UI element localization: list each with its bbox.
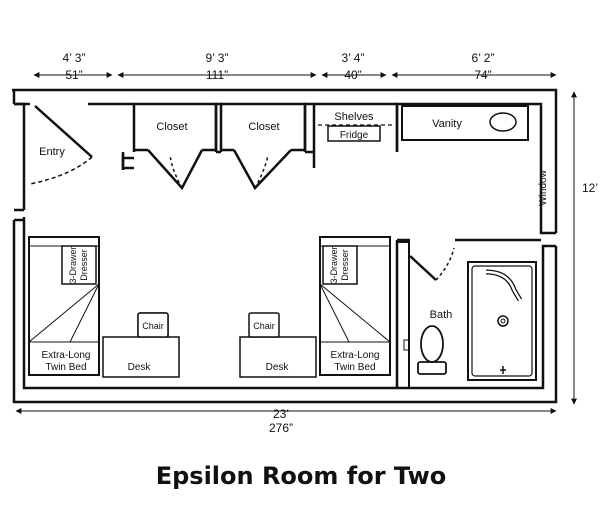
shower-faucet	[500, 366, 506, 374]
right-bed-label-1: Extra-Long	[331, 350, 380, 361]
shelves-label: Shelves	[334, 111, 374, 123]
right-chair	[248, 312, 280, 338]
floor-plan: 4’ 3” 51” 9’ 3” 111” 3’ 4” 40” 6’ 2” 74”…	[12, 51, 598, 435]
entry-jamb	[14, 208, 24, 222]
bath-door-swing	[435, 247, 455, 281]
right-dresser-label-2: Dresser	[340, 249, 350, 281]
left-dresser-label-2: Dresser	[79, 249, 89, 281]
dim-top-3-inches: 40”	[344, 68, 361, 82]
entry-door-swing	[29, 156, 93, 185]
left-bed-sheet-fold-2	[69, 283, 100, 343]
shelves-area	[314, 102, 399, 152]
bath-door-leaf	[409, 255, 437, 281]
shower-drain	[497, 315, 509, 327]
left-chair-label: Chair	[142, 321, 164, 331]
dim-top-1-feet: 4’ 3”	[63, 51, 86, 65]
closet-2-label: Closet	[248, 121, 279, 133]
fridge	[327, 125, 381, 142]
shower-basin	[471, 265, 533, 377]
bath-label: Bath	[430, 309, 453, 321]
dim-top-4-feet: 6’ 2”	[472, 51, 495, 65]
towel-hook	[403, 339, 410, 351]
shower-head-inner	[485, 270, 522, 301]
left-desk	[102, 336, 180, 378]
left-wall-upper	[14, 102, 26, 210]
shower-drain-inner	[500, 318, 506, 324]
left-chair-seat	[137, 312, 169, 338]
left-bed	[28, 236, 100, 376]
right-desk	[239, 336, 317, 378]
dim-bottom-inches: 276”	[269, 421, 293, 435]
right-dresser	[322, 245, 358, 285]
vanity	[401, 105, 529, 141]
right-bed-sheet-fold-2	[319, 283, 350, 343]
right-bed-label-2: Twin Bed	[334, 362, 375, 373]
entry-label: Entry	[39, 146, 65, 158]
closet-2-wall-stub	[305, 150, 316, 168]
closets	[121, 102, 316, 191]
entry-door-leaf	[34, 105, 93, 158]
right-dresser-label-1: 3-Drawer	[329, 246, 339, 283]
fridge-label: Fridge	[340, 130, 369, 141]
dim-bottom-feet: 23’	[273, 407, 289, 421]
dim-top-4-inches: 74”	[474, 68, 491, 82]
left-bed-label-2: Twin Bed	[45, 362, 86, 373]
inner-wall-top	[14, 102, 556, 235]
left-bed-group	[28, 236, 100, 376]
right-bed-group	[319, 236, 391, 376]
bathroom	[395, 238, 541, 389]
toilet-bowl	[420, 325, 444, 363]
dim-top-2-feet: 9’ 3”	[206, 51, 229, 65]
vanity-counter	[401, 105, 529, 141]
dim-top-1-inches: 51”	[65, 68, 82, 82]
vanity-label: Vanity	[432, 118, 462, 130]
closet-1-swing	[169, 154, 183, 189]
closet-2-frame	[221, 102, 307, 152]
dim-right: 12’	[582, 181, 598, 195]
closet-1-wall-stub	[121, 152, 134, 170]
right-dimension-knockout	[576, 178, 598, 196]
vanity-sink	[489, 112, 517, 132]
inner-wall-bottom	[22, 217, 556, 390]
left-dresser	[61, 245, 97, 285]
outer-wall-outline	[12, 88, 558, 404]
closet-1-label: Closet	[156, 121, 187, 133]
toilet-tank	[417, 361, 447, 375]
shelves-frame	[314, 102, 399, 152]
left-desk-group	[102, 312, 180, 378]
closet-2-swing	[254, 154, 269, 189]
plan-title: Epsilon Room for Two	[155, 462, 447, 490]
right-bed	[319, 236, 391, 376]
closet-2-door	[232, 149, 292, 191]
bath-wall-thick	[396, 241, 410, 389]
left-bed-label-1: Extra-Long	[42, 350, 91, 361]
shower	[467, 261, 537, 381]
right-desk-label: Desk	[266, 362, 290, 373]
dim-top-2-inches: 111”	[206, 68, 228, 82]
window-label: Window	[538, 169, 549, 205]
left-bed-sheet-fold	[28, 283, 100, 343]
entry-door	[29, 105, 93, 185]
dim-top-3-feet: 3’ 4”	[342, 51, 365, 65]
closet-1-frame	[134, 102, 218, 152]
left-desk-label: Desk	[128, 362, 152, 373]
right-bed-sheet-fold	[319, 283, 391, 343]
left-dresser-label-1: 3-Drawer	[68, 246, 78, 283]
right-desk-group	[239, 312, 317, 378]
closet-1-door	[147, 149, 204, 191]
right-chair-label: Chair	[253, 321, 275, 331]
